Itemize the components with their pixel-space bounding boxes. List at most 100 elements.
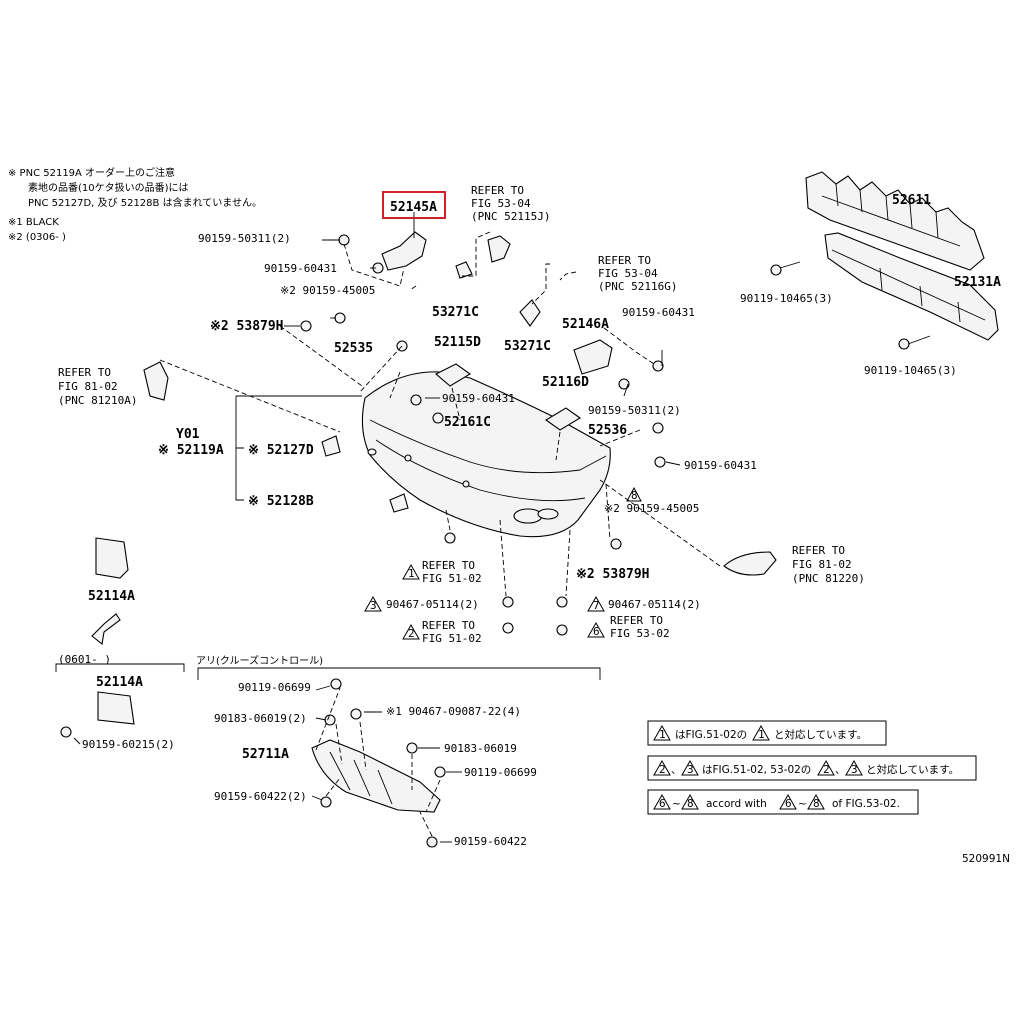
svg-text:2: 2 [408, 627, 415, 640]
label-52131A[interactable]: 52131A [954, 275, 1001, 290]
label-90159-50311-2-top[interactable]: 90159-50311(2) [198, 232, 291, 245]
highlight-box-52145A [382, 191, 446, 219]
bumper-cover-part[interactable] [361, 371, 611, 538]
svg-text:8: 8 [687, 797, 694, 810]
label-52128B[interactable]: ※ 52128B [248, 494, 314, 509]
bracket-52115J-ref-part [487, 235, 511, 263]
label-53271C-left[interactable]: 53271C [432, 305, 479, 320]
label-90119-06699-top[interactable]: 90119-06699 [238, 681, 311, 694]
svg-text:2: 2 [823, 763, 830, 776]
label-90119-06699-right[interactable]: 90119-06699 [464, 766, 537, 779]
retainer-53271C-left-part[interactable] [455, 261, 473, 279]
label-90159-60215-2[interactable]: 90159-60215(2) [82, 738, 175, 751]
bumper-reinforcement-part[interactable] [824, 232, 999, 341]
legend-box-1: 1 はFIG.51-02の 1 と対応しています。 [647, 720, 887, 746]
label-90159-60431-far-right[interactable]: 90159-60431 [684, 459, 757, 472]
refer-f-line2: FIG 51-02 [422, 632, 482, 645]
label-90159-60422[interactable]: 90159-60422 [454, 835, 527, 848]
label-90159-60422-2[interactable]: 90159-60422(2) [214, 790, 307, 803]
svg-text:8: 8 [631, 489, 638, 502]
arrow-part [91, 613, 121, 646]
label-52114A-top[interactable]: 52114A [88, 589, 135, 604]
svg-text:1: 1 [408, 567, 415, 580]
svg-text:6: 6 [593, 625, 600, 638]
refer-g-line1: REFER TO [610, 614, 663, 627]
label-90183-06019[interactable]: 90183-06019 [444, 742, 517, 755]
label-53879H-left[interactable]: ※2 53879H [210, 319, 284, 334]
svg-text:3: 3 [687, 763, 694, 776]
note-header-line3: PNC 52127D, 及び 52128B は含まれていません。 [28, 196, 262, 209]
license-bracket-top-part[interactable] [95, 537, 129, 579]
label-90119-10465-3-right[interactable]: 90119-10465(3) [864, 364, 957, 377]
label-52711A[interactable]: 52711A [242, 747, 289, 762]
svg-text:、: 、 [671, 764, 682, 776]
bracket-52146A-part[interactable] [573, 339, 613, 375]
label-52114A-bottom[interactable]: 52114A [96, 675, 143, 690]
svg-text:1: 1 [659, 728, 666, 741]
section-bracket-left [55, 663, 185, 672]
label-90159-45005-right[interactable]: ※2 90159-45005 [604, 502, 699, 515]
note-header-line2: 素地の品番(10ケタ扱いの品番)には [28, 181, 189, 194]
label-52146A[interactable]: 52146A [562, 317, 609, 332]
refer-d-line2: FIG 81-02 [792, 558, 852, 571]
refer-g-line2: FIG 53-02 [610, 627, 670, 640]
footnote-black: ※1 BLACK [8, 217, 59, 228]
svg-text:3: 3 [370, 599, 377, 612]
label-52127D[interactable]: ※ 52127D [248, 443, 314, 458]
svg-text:3: 3 [851, 763, 858, 776]
label-52611[interactable]: 52611 [892, 193, 931, 208]
label-53271C-right[interactable]: 53271C [504, 339, 551, 354]
refer-b-line2: FIG 53-04 [598, 267, 658, 280]
label-90159-60431-mid[interactable]: 90159-60431 [442, 392, 515, 405]
label-52535[interactable]: 52535 [334, 341, 373, 356]
refer-a-line3: (PNC 52115J) [471, 210, 550, 223]
refer-e-line1: REFER TO [422, 559, 475, 572]
label-52161C[interactable]: 52161C [444, 415, 491, 430]
footnote-range: ※2 (0306- ) [8, 232, 66, 243]
range-label-left: (0601- ) [58, 653, 111, 666]
refer-d-line1: REFER TO [792, 544, 845, 557]
svg-text:~: ~ [798, 798, 807, 810]
svg-text:と対応しています。: と対応しています。 [774, 728, 867, 741]
engine-under-cover-part[interactable] [311, 739, 441, 813]
svg-text:accord with: accord with [706, 798, 767, 810]
cover-52127D-part[interactable] [321, 435, 341, 457]
label-90467-05114-2-left[interactable]: 90467-05114(2) [386, 598, 479, 611]
refer-c-line1: REFER TO [58, 366, 111, 379]
label-90467-05114-2-right[interactable]: 90467-05114(2) [608, 598, 701, 611]
label-90159-45005-left[interactable]: ※2 90159-45005 [280, 284, 375, 297]
label-90119-10465-3-top[interactable]: 90119-10465(3) [740, 292, 833, 305]
svg-text:of FIG.53-02.: of FIG.53-02. [832, 798, 900, 810]
label-52119A[interactable]: ※ 52119A [158, 443, 224, 458]
label-52536[interactable]: 52536 [588, 423, 627, 438]
svg-text:はFIG.51-02, 53-02の: はFIG.51-02, 53-02の [702, 764, 811, 776]
label-52115D[interactable]: 52115D [434, 335, 481, 350]
bracket-52116D-part[interactable] [544, 407, 582, 431]
svg-text:2: 2 [659, 763, 666, 776]
refer-d-line3: (PNC 81220) [792, 572, 865, 585]
leader-lines [73, 212, 931, 843]
retainer-53271C-right-part[interactable] [519, 299, 541, 327]
label-52145A[interactable]: 52145A [390, 200, 437, 215]
triangle-marker-6: 6 [587, 621, 605, 638]
cover-52128B-part[interactable] [389, 493, 409, 513]
label-52116D[interactable]: 52116D [542, 375, 589, 390]
refer-f-line1: REFER TO [422, 619, 475, 632]
label-53879H-right[interactable]: ※2 53879H [576, 567, 650, 582]
bracket-52145A-part[interactable] [381, 231, 427, 271]
license-bracket-bottom-part[interactable] [97, 691, 135, 725]
label-90159-50311-2-right[interactable]: 90159-50311(2) [588, 404, 681, 417]
label-90159-60431-right[interactable]: 90159-60431 [622, 306, 695, 319]
label-90467-09087-22-4[interactable]: ※1 90467-09087-22(4) [386, 705, 521, 718]
fasteners [60, 234, 910, 848]
svg-text:1: 1 [758, 728, 765, 741]
label-90183-06019-2[interactable]: 90183-06019(2) [214, 712, 307, 725]
energy-absorber-part[interactable] [805, 171, 985, 271]
bracket-52115D-part[interactable] [435, 363, 472, 387]
svg-text:6: 6 [785, 797, 792, 810]
svg-text:はFIG.51-02の: はFIG.51-02の [675, 729, 747, 741]
label-90159-60431-top[interactable]: 90159-60431 [264, 262, 337, 275]
refer-c-line2: FIG 81-02 [58, 380, 118, 393]
